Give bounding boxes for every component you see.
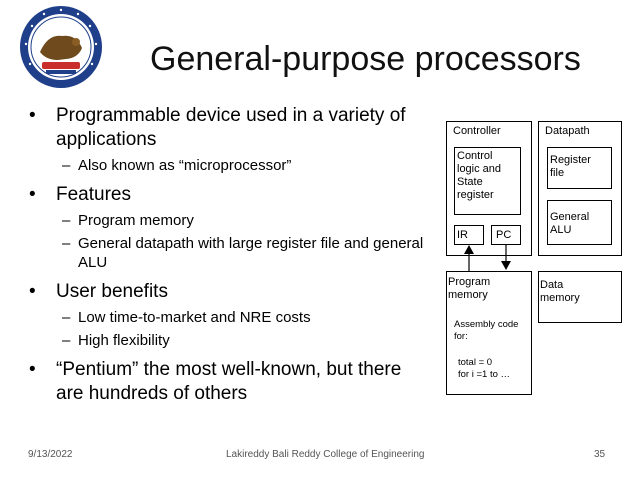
footer-date: 9/13/2022: [28, 449, 73, 460]
footer-institution: Lakireddy Bali Reddy College of Engineer…: [226, 449, 425, 460]
sub-bullet-item: High flexibility: [26, 331, 426, 350]
sub-bullet-item: Low time-to-market and NRE costs: [26, 308, 426, 327]
bullet-list: Programmable device used in a variety of…: [26, 104, 426, 410]
ir-register: [454, 225, 484, 245]
footer-page-number: 35: [594, 449, 606, 460]
sub-bullet-item: Also known as “microprocessor”: [26, 156, 426, 175]
register-file-box: [547, 147, 612, 189]
slide-title: General-purpose processors: [150, 40, 581, 78]
datapath-label: Datapath: [545, 125, 590, 137]
ir-label: IR: [457, 229, 468, 241]
sub-bullet-item: Program memory: [26, 211, 426, 230]
register-file-label: Register file: [550, 154, 591, 179]
college-logo: [20, 6, 102, 88]
program-memory-box: [446, 271, 532, 395]
data-memory-label: Data memory: [540, 279, 580, 304]
general-alu-box: [547, 200, 612, 245]
control-logic-box: [454, 147, 521, 215]
pc-label: PC: [496, 229, 512, 241]
bullet-item: Programmable device used in a variety of…: [26, 104, 426, 152]
sub-bullet-item: General datapath with large register fil…: [26, 234, 426, 272]
code-line: for i =1 to …: [458, 369, 511, 380]
arrow-up-icon: [464, 245, 474, 254]
controller-label: Controller: [453, 125, 501, 137]
bullet-item: “Pentium” the most well-known, but there…: [26, 358, 426, 406]
data-memory-box: [538, 271, 622, 323]
control-logic-label: Control logic and State register: [457, 150, 502, 201]
bullet-item: Features: [26, 183, 426, 207]
pc-register: [491, 225, 521, 245]
general-alu-label: General ALU: [550, 211, 590, 236]
assembly-code-label: Assembly code for:: [454, 319, 519, 342]
bullet-item: User benefits: [26, 280, 426, 304]
program-memory-label: Program memory: [448, 276, 491, 301]
code-line: total = 0: [458, 357, 493, 368]
arrow-down-icon: [501, 261, 511, 270]
